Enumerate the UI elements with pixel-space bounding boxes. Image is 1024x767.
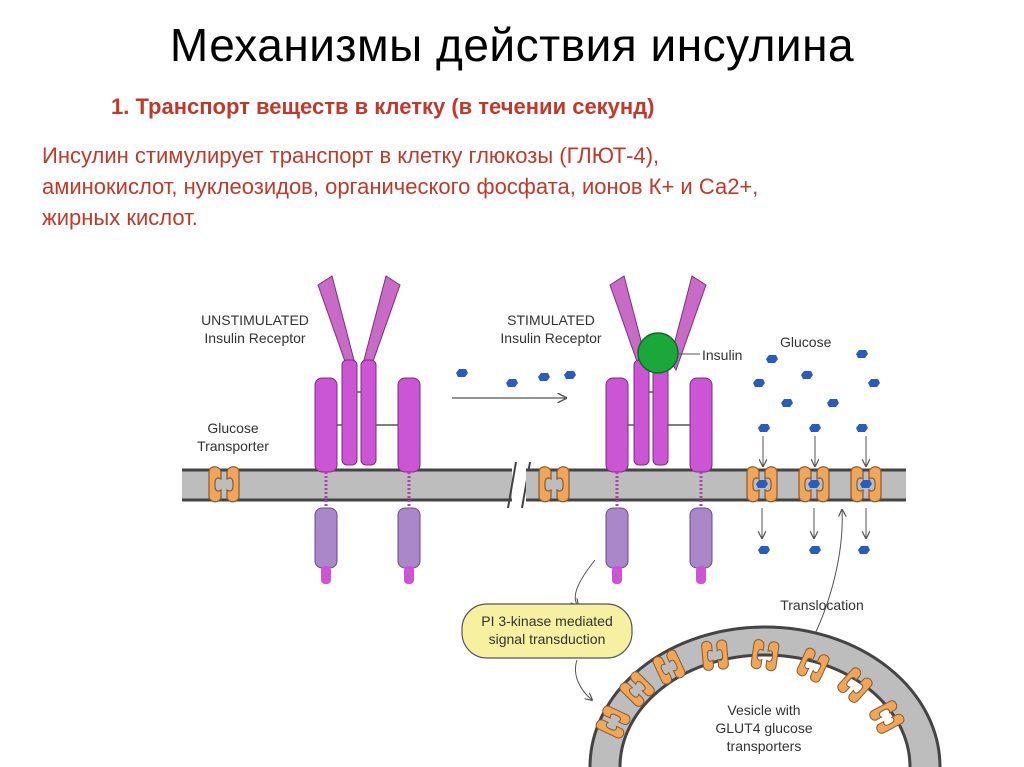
vesicle-label: Vesicle with: [727, 702, 800, 718]
insulin-molecule-icon: [637, 332, 679, 374]
slide-title: Механизмы действия инсулина: [169, 19, 855, 71]
insulin-label: Insulin: [702, 347, 742, 363]
glucose-transporter-label-sub: Transporter: [197, 438, 269, 454]
unstimulated-label: UNSTIMULATED: [201, 312, 309, 328]
translocation-arrow: [811, 510, 842, 641]
body-line: Инсулин стимулирует транспорт в клетку г…: [42, 143, 660, 168]
stimulated-label: STIMULATED: [507, 312, 595, 328]
glucose-label: Glucose: [780, 334, 832, 350]
signal-arrow-vesicle: [575, 659, 592, 700]
pi3k-label: PI 3-kinase mediated: [481, 613, 613, 629]
stimulated-label-sub: Insulin Receptor: [500, 330, 602, 346]
glucose-transporter-label: Glucose: [207, 420, 259, 436]
vesicle-label-line2: GLUT4 glucose: [715, 720, 812, 736]
cell-membrane-right: [526, 468, 906, 502]
glucose-flow-arrows: [762, 436, 866, 538]
translocation-label: Translocation: [780, 597, 864, 613]
pi3k-signal-box: [461, 603, 633, 659]
unstimulated-label-sub: Insulin Receptor: [204, 330, 306, 346]
pi3k-label-sub: signal transduction: [489, 631, 606, 647]
slide-subtitle: 1. Транспорт веществ в клетку (в течении…: [111, 94, 655, 119]
body-line: жирных кислот.: [42, 205, 198, 230]
vesicle-label-line3: transporters: [727, 738, 802, 754]
unstimulated-insulin-receptor: [314, 275, 421, 584]
body-line: аминокислот, нуклеозидов, органического …: [42, 174, 759, 199]
signal-arrow-down: [575, 559, 596, 606]
slide-body-text: Инсулин стимулирует транспорт в клетку г…: [42, 140, 1002, 233]
stimulated-insulin-receptor: [605, 275, 713, 584]
